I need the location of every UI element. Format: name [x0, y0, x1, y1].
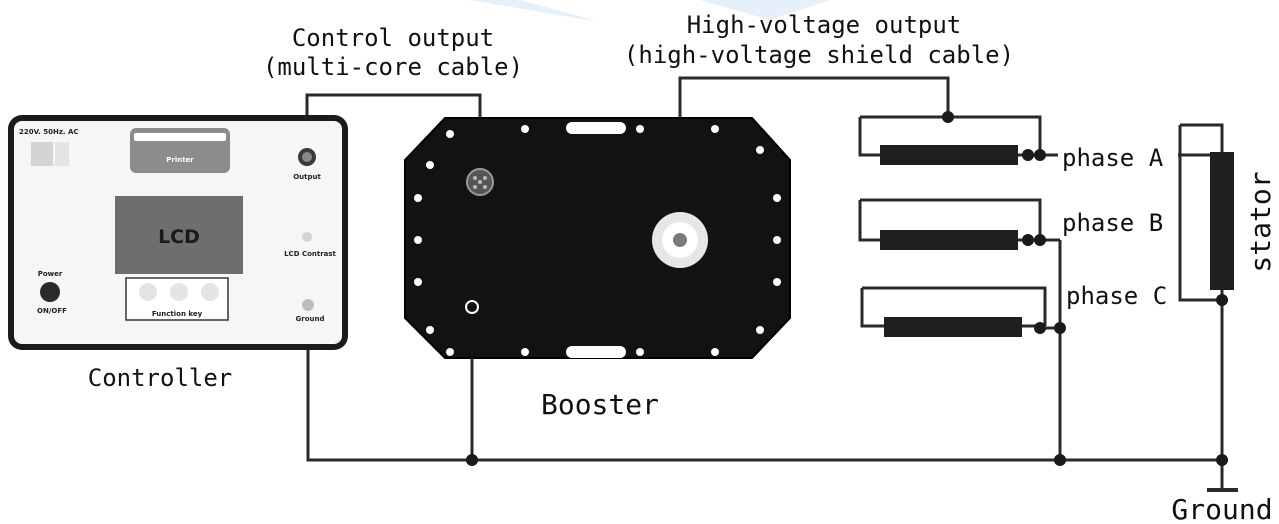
control-output-label: Control output [292, 24, 494, 52]
stator-winding [1210, 152, 1234, 290]
booster [404, 117, 791, 359]
watermark-shape [470, 0, 600, 22]
capacitor-b [858, 198, 1042, 250]
booster-label: Booster [541, 388, 659, 421]
controller [8, 115, 348, 350]
phase-b-label: phase B [1062, 209, 1163, 237]
output-label: Output [293, 173, 321, 181]
lcd-label: LCD [158, 226, 200, 248]
stator-loop-right [1180, 123, 1224, 460]
watermark-shape [700, 0, 830, 20]
power-label: Power [38, 270, 63, 278]
phase-c-label: phase C [1066, 282, 1167, 310]
junctions [466, 111, 1228, 466]
controller-label: Controller [88, 364, 233, 392]
hv-output-label: High-voltage output [687, 11, 962, 39]
ground-bus [306, 305, 1224, 488]
stator-loop-left [1178, 125, 1222, 302]
phase-a-label: phase A [1062, 144, 1164, 172]
capacitor-a [858, 117, 1040, 165]
ground-terminal-label: Ground [296, 315, 325, 323]
control-output-sublabel: (multi-core cable) [263, 53, 523, 81]
hv-output-sublabel: (high-voltage shield cable) [624, 41, 1014, 69]
ground-label: Ground [1171, 493, 1272, 524]
stator-label: stator [1244, 171, 1277, 272]
printer-label: Printer [166, 156, 194, 164]
supply-label: 220V. 50Hz. AC [19, 128, 79, 136]
booster-ground-terminal [465, 300, 479, 314]
on-off-label: ON/OFF [37, 307, 67, 315]
hv-bus [860, 115, 1042, 155]
function-key-label: Function key [152, 310, 203, 318]
lcd-contrast-label: LCD Contrast [284, 250, 336, 258]
capacitor-c [860, 286, 1047, 337]
